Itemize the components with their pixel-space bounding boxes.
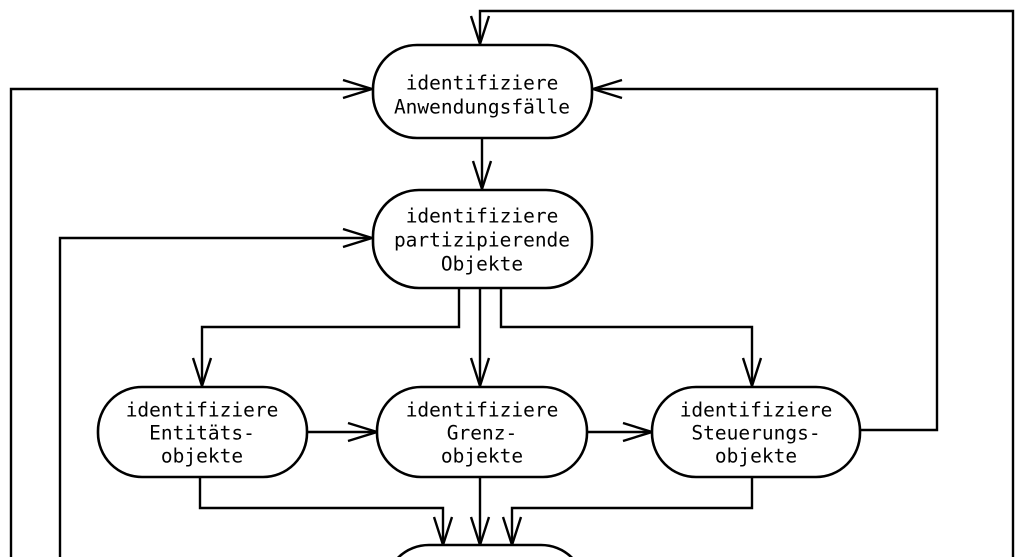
node-participating-objects-line2: partizipierende xyxy=(394,229,570,252)
node-control-objects-line1: identifiziere xyxy=(680,399,833,422)
node-entity-objects[interactable]: identifiziere Entitäts- objekte xyxy=(96,385,309,479)
node-boundary-objects-line1: identifiziere xyxy=(406,399,559,422)
node-control-objects-line3: objekte xyxy=(715,445,797,468)
edge-participating-to-control xyxy=(499,289,754,385)
node-participating-objects-line1: identifiziere xyxy=(406,205,559,228)
node-control-objects-line2: Steuerungs- xyxy=(691,422,820,445)
node-entity-objects-shape[interactable] xyxy=(96,385,309,479)
node-bottom-partial-shape[interactable] xyxy=(385,543,585,557)
edge-participating-to-entity xyxy=(200,289,461,385)
node-use-cases-line1: identifiziere xyxy=(406,72,559,95)
node-control-objects[interactable]: identifiziere Steuerungs- objekte xyxy=(650,385,862,479)
node-entity-objects-line1: identifiziere xyxy=(126,399,279,422)
node-layer: identifiziere Anwendungsfälle identifizi… xyxy=(96,43,862,557)
node-boundary-objects[interactable]: identifiziere Grenz- objekte xyxy=(375,385,589,479)
node-use-cases[interactable]: identifiziere Anwendungsfälle xyxy=(371,43,594,140)
node-boundary-objects-line2: Grenz- xyxy=(447,422,517,445)
node-participating-objects[interactable]: identifiziere partizipierende Objekte xyxy=(371,188,594,290)
edge-left-outer-to-use-cases xyxy=(9,87,371,557)
edge-outer-feedback-top xyxy=(478,9,1015,557)
node-boundary-objects-shape[interactable] xyxy=(375,385,589,479)
edge-control-to-bottom xyxy=(510,478,754,543)
node-entity-objects-line3: objekte xyxy=(161,445,243,468)
node-participating-objects-line3: Objekte xyxy=(441,253,523,276)
node-use-cases-line2: Anwendungsfälle xyxy=(394,96,570,119)
node-participating-objects-shape[interactable] xyxy=(371,188,594,290)
edge-layer xyxy=(9,9,1015,557)
edge-control-to-use-cases xyxy=(594,87,939,432)
node-entity-objects-line2: Entitäts- xyxy=(149,422,255,445)
node-boundary-objects-line3: objekte xyxy=(441,445,523,468)
edge-left-inner-to-participating xyxy=(58,236,371,557)
node-control-objects-shape[interactable] xyxy=(650,385,862,479)
edge-entity-to-bottom xyxy=(198,478,445,543)
node-use-cases-shape[interactable] xyxy=(371,43,594,140)
node-bottom-partial[interactable] xyxy=(385,543,585,557)
